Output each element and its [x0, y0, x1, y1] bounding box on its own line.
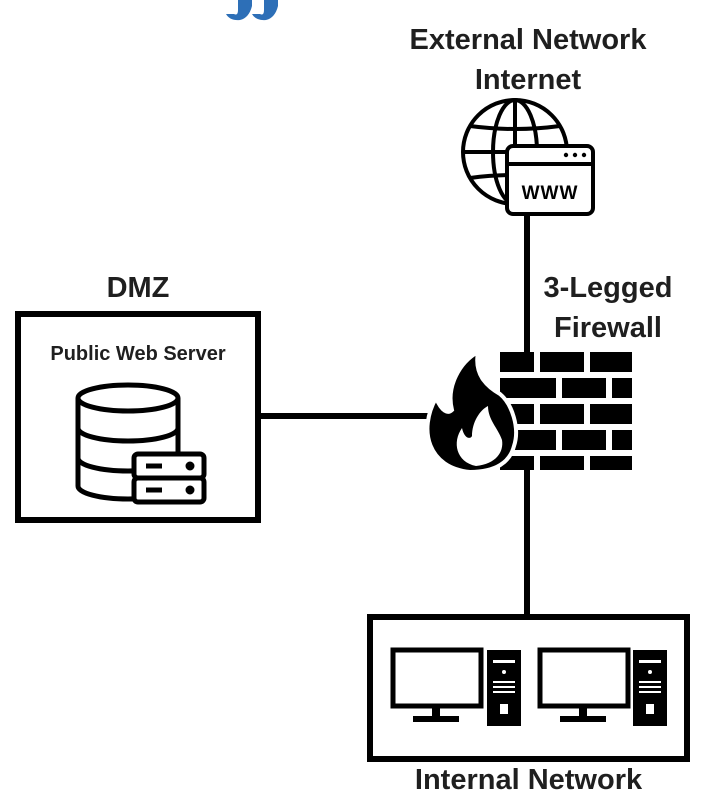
flame	[425, 348, 519, 475]
public-web-server-label: Public Web Server	[50, 343, 226, 365]
firewall-label-line2: Firewall	[554, 312, 662, 344]
dmz-title: DMZ	[106, 272, 170, 304]
firewall-label-line1: 3-Legged	[543, 272, 673, 304]
internal-network-title: Internal Network	[414, 764, 643, 796]
external-network-title: External Network	[409, 24, 647, 56]
brick-wall	[500, 352, 632, 470]
globe-www-icon: WWW	[461, 98, 595, 216]
internet-subtitle: Internet	[474, 64, 582, 96]
header-partial-glyphs	[226, 0, 278, 21]
desktop-computer-icon	[537, 647, 667, 726]
firewall-flame-icon	[425, 348, 632, 475]
database-server-icon	[75, 382, 207, 505]
svg-text:WWW: WWW	[522, 183, 579, 204]
desktop-computer-icon	[390, 647, 521, 726]
